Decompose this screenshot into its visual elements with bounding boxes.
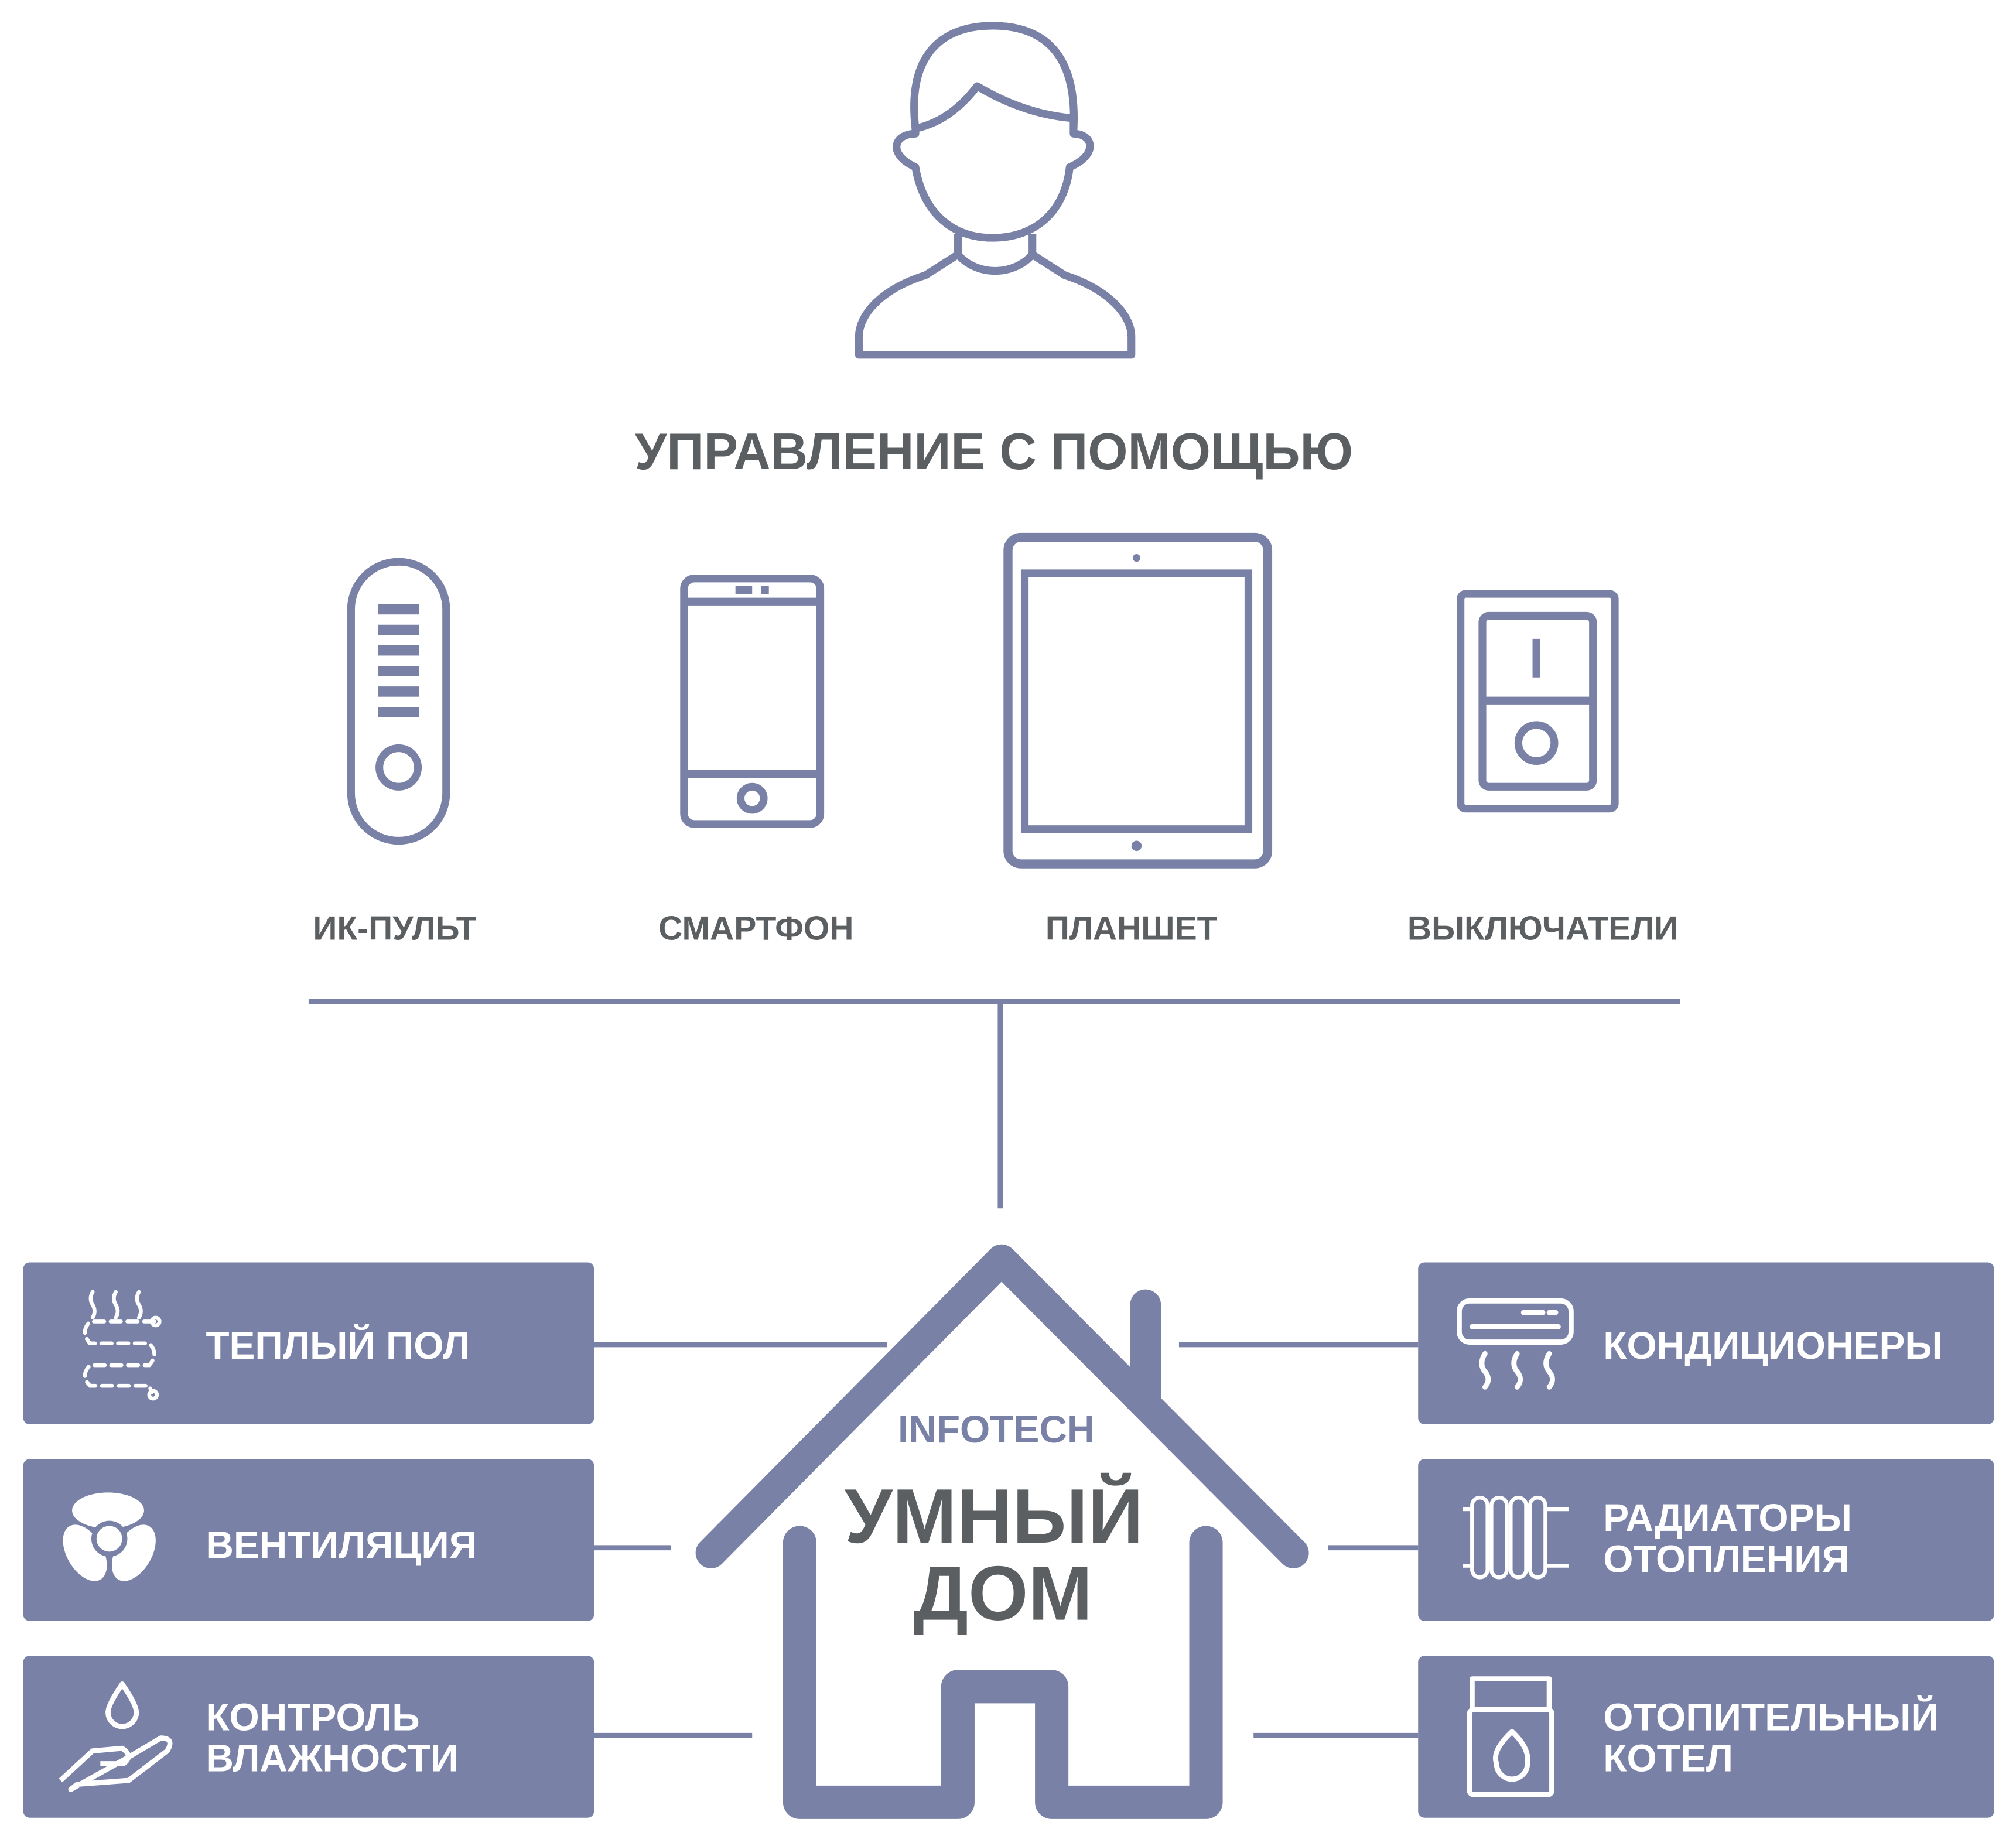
control-heading: УПРАВЛЕНИЕ С ПОМОЩЬЮ xyxy=(635,423,1353,480)
house-icon xyxy=(695,1244,1309,1819)
feature-humidity: КОНТРОЛЬ ВЛАЖНОСТИ xyxy=(23,1656,594,1818)
feature-boiler: ОТОПИТЕЛЬНЫЙ КОТЕЛ xyxy=(1418,1656,1994,1818)
connector-lines xyxy=(308,999,1680,1738)
feature-label-line2: ВЛАЖНОСТИ xyxy=(206,1736,458,1780)
switch-icon xyxy=(1457,590,1619,813)
radiator-icon xyxy=(1463,1495,1569,1580)
house-title-line1: УМНЫЙ xyxy=(845,1472,1143,1559)
fan-icon xyxy=(63,1492,156,1581)
feature-radiators: РАДИАТОРЫ ОТОПЛЕНИЯ xyxy=(1418,1459,1994,1621)
feature-label: ТЕПЛЫЙ ПОЛ xyxy=(206,1323,470,1367)
air-conditioner-icon xyxy=(1457,1298,1574,1390)
smartphone-icon xyxy=(680,575,825,828)
device-label-remote: ИК-ПУЛЬТ xyxy=(313,910,476,948)
boiler-icon xyxy=(1467,1676,1554,1797)
feature-label-line1: КОНТРОЛЬ xyxy=(206,1695,419,1738)
feature-ventilation: ВЕНТИЛЯЦИЯ xyxy=(23,1459,594,1621)
user-icon xyxy=(855,22,1136,359)
feature-label: КОНДИЦИОНЕРЫ xyxy=(1603,1324,1943,1367)
house-title-line2: ДОМ xyxy=(913,1550,1092,1636)
device-label-tablet: ПЛАНШЕТ xyxy=(1045,910,1218,948)
device-label-switches: ВЫКЛЮЧАТЕЛИ xyxy=(1407,910,1678,948)
feature-label-line2: КОТЕЛ xyxy=(1603,1736,1733,1780)
remote-icon xyxy=(347,558,450,845)
device-label-smartphone: СМАРТФОН xyxy=(658,910,853,948)
floor-heating-icon xyxy=(83,1290,162,1401)
feature-label-line2: ОТОПЛЕНИЯ xyxy=(1603,1537,1850,1580)
feature-air-conditioners: КОНДИЦИОНЕРЫ xyxy=(1418,1262,1994,1425)
feature-floor-heating: ТЕПЛЫЙ ПОЛ xyxy=(23,1262,594,1425)
tablet-icon xyxy=(1003,532,1273,869)
feature-label-line1: РАДИАТОРЫ xyxy=(1603,1496,1852,1539)
humidity-hand-icon xyxy=(59,1681,173,1792)
feature-label-line1: ОТОПИТЕЛЬНЫЙ xyxy=(1603,1694,1939,1738)
brand-label: INFOTECH xyxy=(898,1407,1095,1451)
feature-label: ВЕНТИЛЯЦИЯ xyxy=(206,1523,477,1566)
